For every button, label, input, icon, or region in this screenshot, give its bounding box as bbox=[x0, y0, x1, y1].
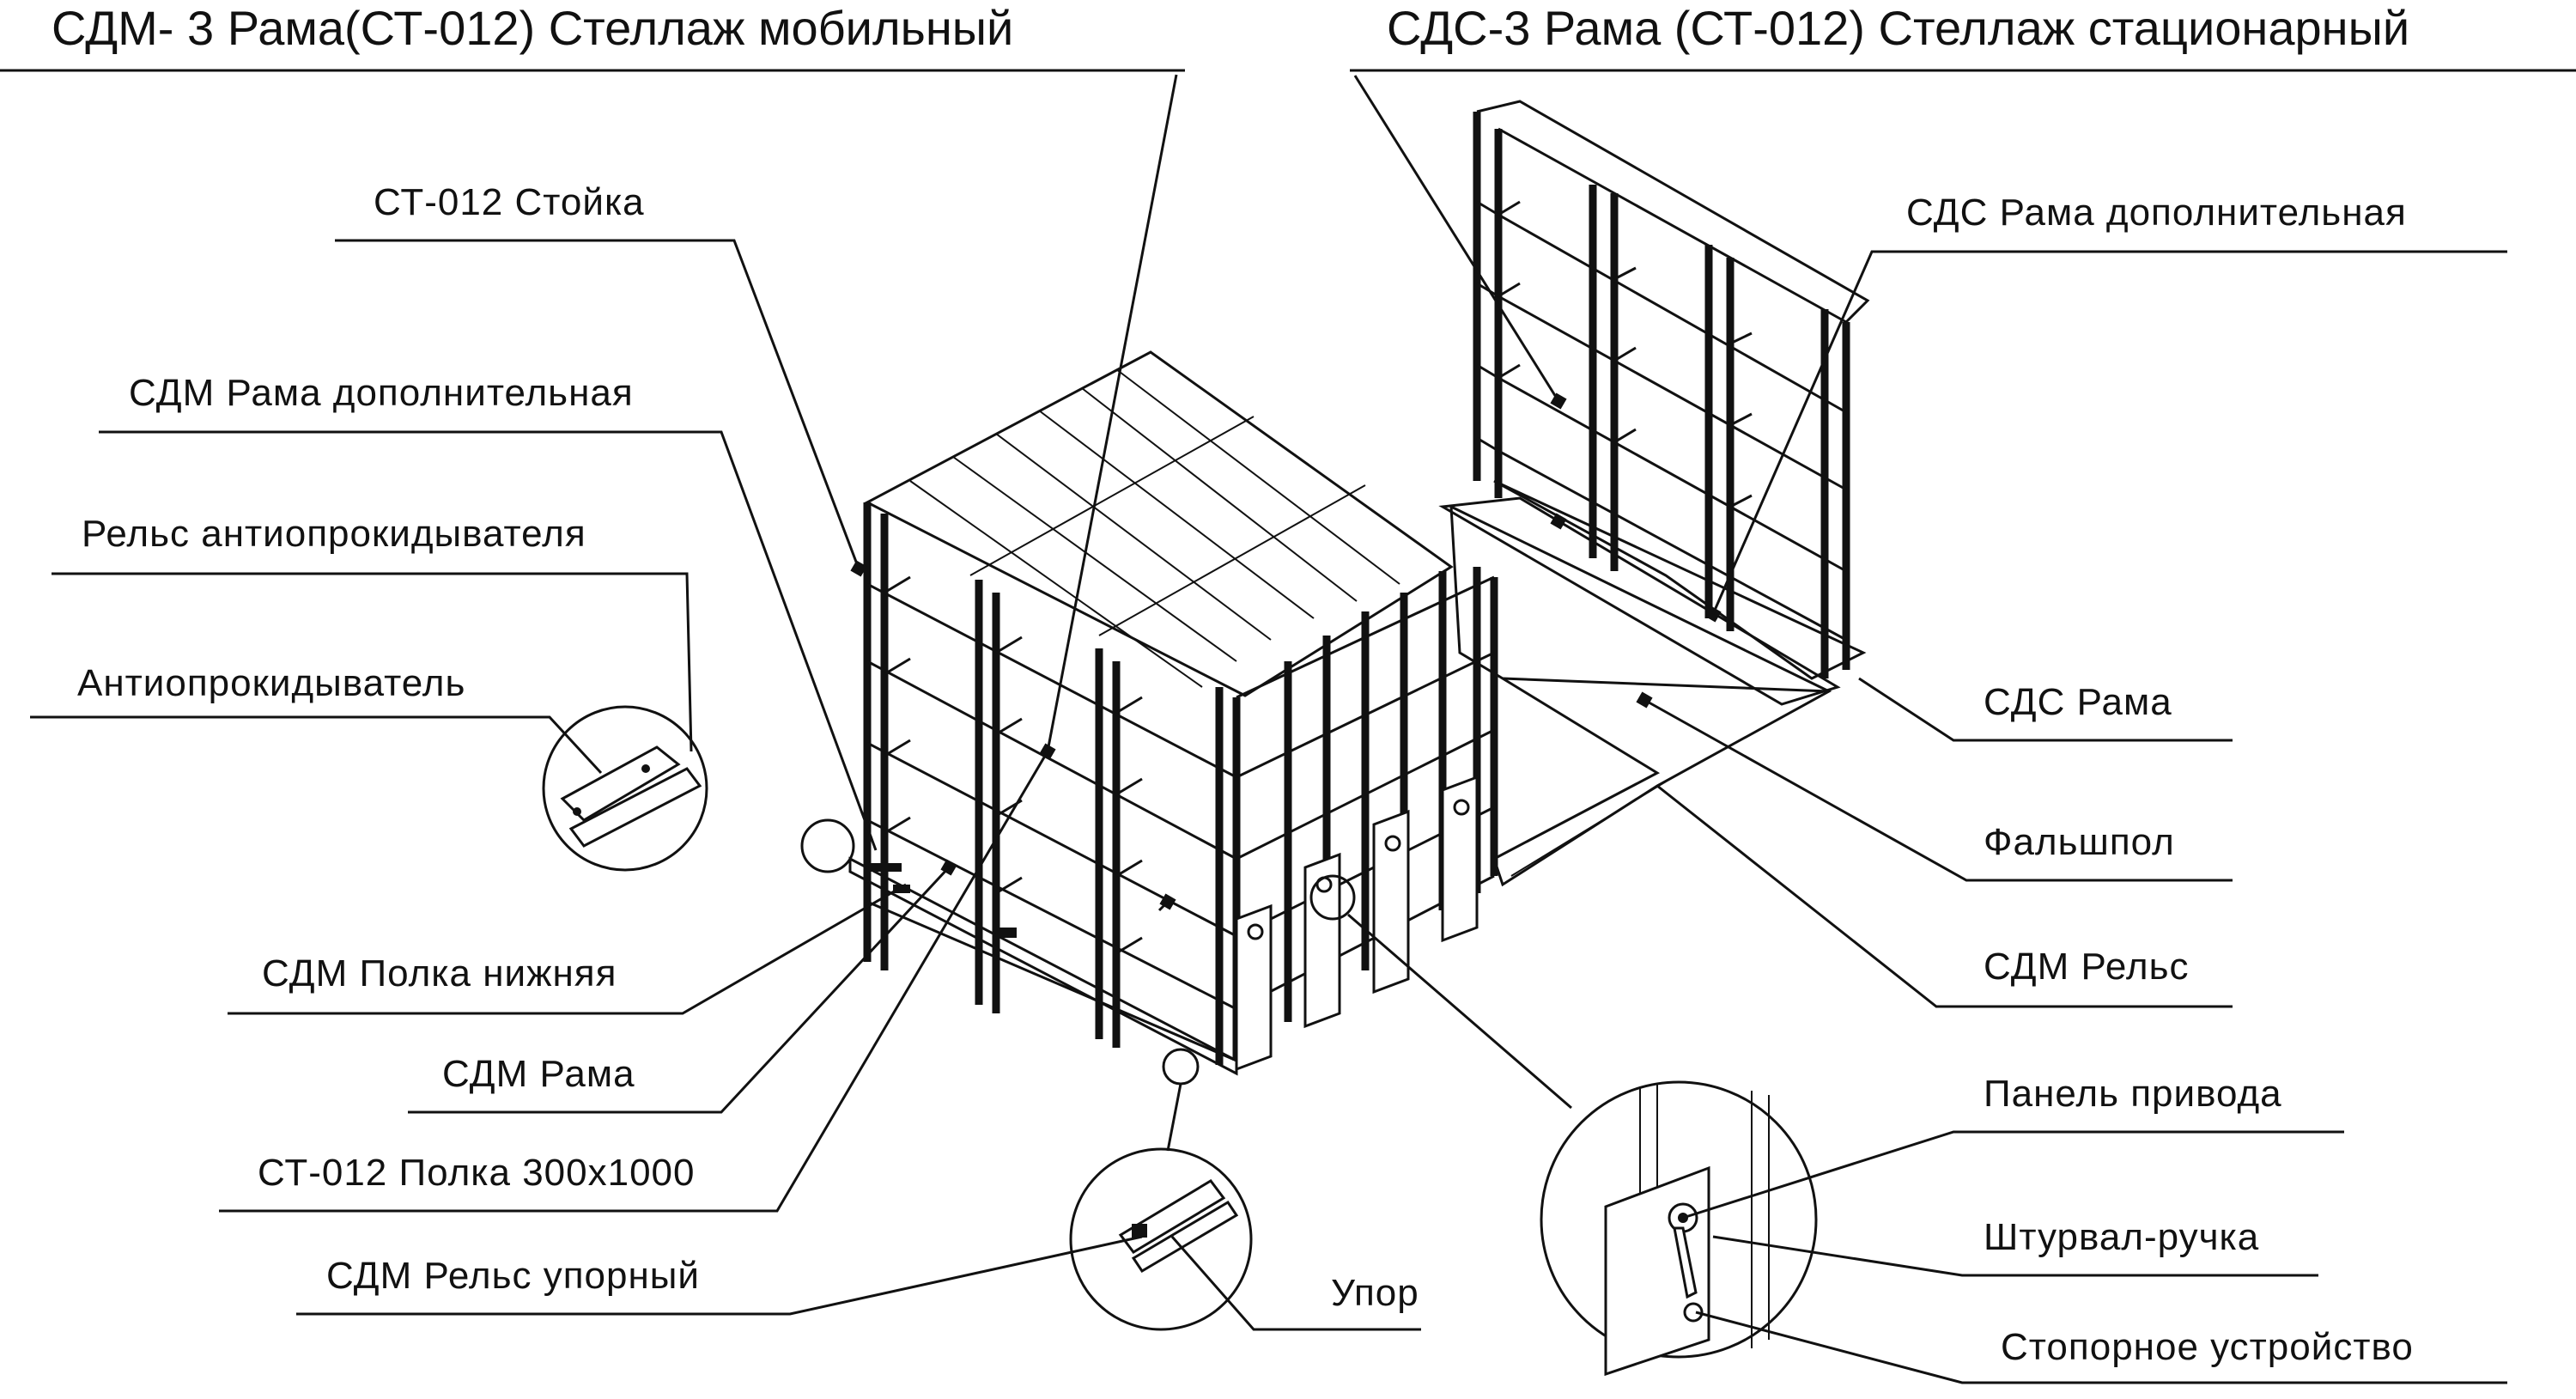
label-sdm-frame: СДМ Рама bbox=[442, 1053, 635, 1095]
leaders-right bbox=[1353, 75, 2507, 1384]
label-handwheel: Штурвал-ручка bbox=[1984, 1216, 2259, 1258]
label-anti-device: Антиопрокидыватель bbox=[77, 662, 465, 704]
label-sdm-bottom-shelf: СДМ Полка нижняя bbox=[262, 952, 617, 995]
label-lock: Стопорное устройство bbox=[2001, 1326, 2414, 1368]
label-shelf: СТ-012 Полка 300x1000 bbox=[258, 1152, 696, 1194]
labels: СТ-012 Стойка СДМ Рама дополнительная Ре… bbox=[77, 181, 2414, 1368]
title-mobile-group: СДМ- 3 Рама(СТ-012) Стеллаж мобильный bbox=[0, 1, 1185, 72]
title-stationary-group: СДС-3 Рама (СТ-012) Стеллаж стационарный bbox=[1350, 1, 2576, 72]
detail-anti-tip bbox=[542, 705, 855, 873]
detail-drive-panel bbox=[1309, 874, 1818, 1377]
label-sdm-stop-rail: СДМ Рельс упорный bbox=[326, 1255, 700, 1297]
detail-stop-rail bbox=[1069, 1048, 1253, 1331]
leaders-left bbox=[30, 74, 1572, 1331]
label-anti-rail: Рельс антиопрокидывателя bbox=[82, 513, 586, 555]
label-false-floor: Фальшпол bbox=[1984, 821, 2175, 863]
label-drive-panel: Панель привода bbox=[1984, 1073, 2282, 1115]
title-stationary: СДС-3 Рама (СТ-012) Стеллаж стационарный bbox=[1387, 1, 2409, 55]
title-mobile: СДМ- 3 Рама(СТ-012) Стеллаж мобильный bbox=[52, 1, 1013, 55]
stationary-rack bbox=[1438, 100, 1870, 706]
drive-panels bbox=[1235, 775, 1479, 1072]
label-post: СТ-012 Стойка bbox=[374, 181, 645, 223]
label-sds-frame-extra: СДС Рама дополнительная bbox=[1906, 192, 2407, 234]
label-stop: Упор bbox=[1331, 1272, 1419, 1314]
mobile-rack bbox=[848, 350, 1498, 1076]
label-sdm-frame-extra: СДМ Рама дополнительная bbox=[129, 372, 634, 414]
label-sdm-rail: СДМ Рельс bbox=[1984, 946, 2190, 988]
label-sds-frame: СДС Рама bbox=[1984, 681, 2172, 723]
